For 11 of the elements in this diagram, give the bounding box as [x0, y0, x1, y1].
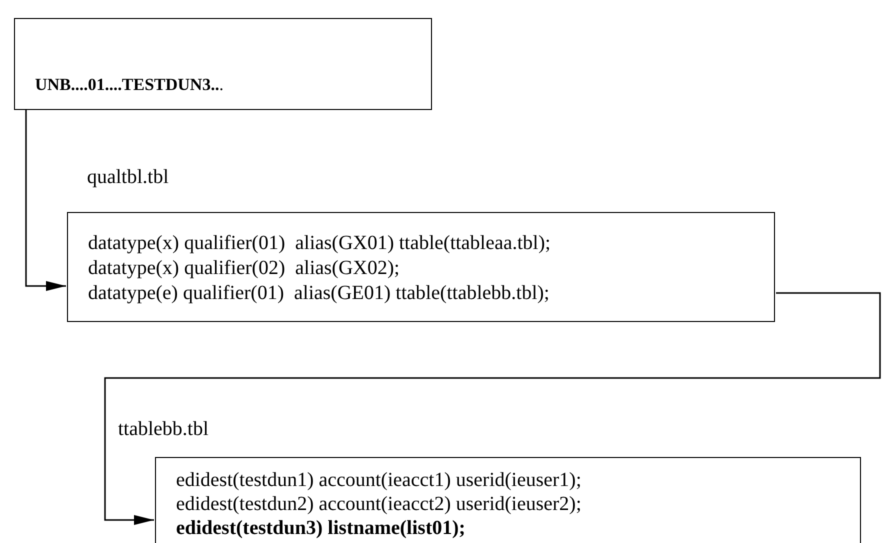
connector-arrow [104, 292, 881, 525]
file-name-label: ttablebb.tbl [118, 418, 209, 441]
record-text: edidest(testdun3) listname(list01); [176, 516, 466, 540]
file-name-label: qualtbl.tbl [87, 166, 169, 189]
record-text: datatype(e) qualifier(01) alias(GE01) ttable(ttablebb.tbl); [88, 281, 550, 306]
record-text: edidest(testdun2) account(ieacct2) userid(ieuser2); [176, 492, 582, 516]
record-text: datatype(x) qualifier(01) alias(GX01) ttable(ttableaa.tbl); [88, 231, 552, 256]
record-text: UNB....01....TESTDUN3... [35, 74, 224, 96]
record-text: edidest(testdun1) account(ieacct1) userid(ieuser1); [176, 468, 582, 492]
record-text: datatype(x) qualifier(02) alias(GX02); [88, 256, 401, 281]
connector-arrow [25, 110, 66, 291]
